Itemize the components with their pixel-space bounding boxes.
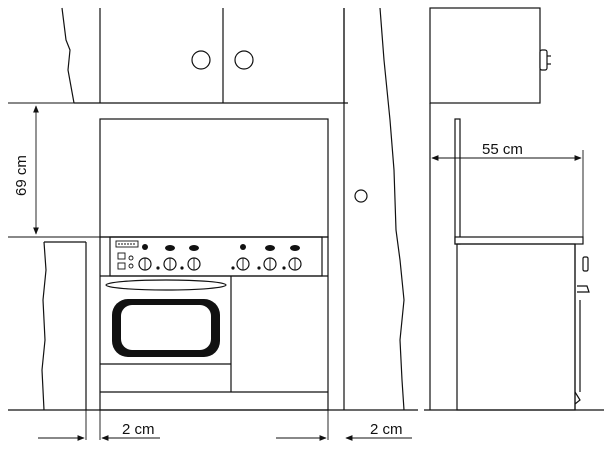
tall-cabinet (343, 7, 405, 411)
control-knob (187, 245, 201, 271)
dimension-label-depth: 55 cm (482, 141, 523, 158)
cooker (99, 236, 329, 411)
control-knob (288, 245, 302, 271)
control-knob (163, 245, 177, 271)
dimension-label-left-clearance: 2 cm (122, 421, 155, 438)
control-knob (236, 244, 250, 271)
brand-badge (115, 240, 139, 248)
knob-group-left (138, 244, 201, 271)
oven-door-handle (105, 279, 227, 291)
knob-group-right (231, 244, 302, 271)
dimension-label-right-clearance: 2 cm (370, 421, 403, 438)
dimension-69cm: 69 cm (8, 102, 100, 238)
control-knob (263, 245, 277, 271)
dimension-55cm: 55 cm (431, 141, 584, 237)
cabinet-knob-right (234, 50, 254, 70)
side-wall-cabinet (429, 7, 541, 104)
side-cooker-body (456, 243, 576, 411)
side-splashback (454, 118, 461, 245)
dimension-left-2cm: 2 cm (38, 410, 160, 441)
oven-window-glass (121, 305, 211, 350)
left-base-cabinet (41, 241, 87, 411)
front-view: 69 cm 2 cm 2 cm (8, 7, 418, 441)
control-panel (109, 236, 323, 277)
cabinet-knob-left (191, 50, 211, 70)
hood-panel (99, 118, 329, 238)
dimension-right-2cm: 2 cm (276, 410, 412, 441)
side-cooker-top (454, 236, 584, 245)
wall-cabinet (61, 7, 348, 104)
indicator-lights (117, 252, 134, 270)
tall-cabinet-knob (354, 189, 368, 203)
side-cabinet-handle (539, 49, 548, 71)
control-knob (138, 244, 152, 271)
side-view: 55 cm (424, 7, 604, 411)
dimension-label-height: 69 cm (13, 155, 30, 196)
